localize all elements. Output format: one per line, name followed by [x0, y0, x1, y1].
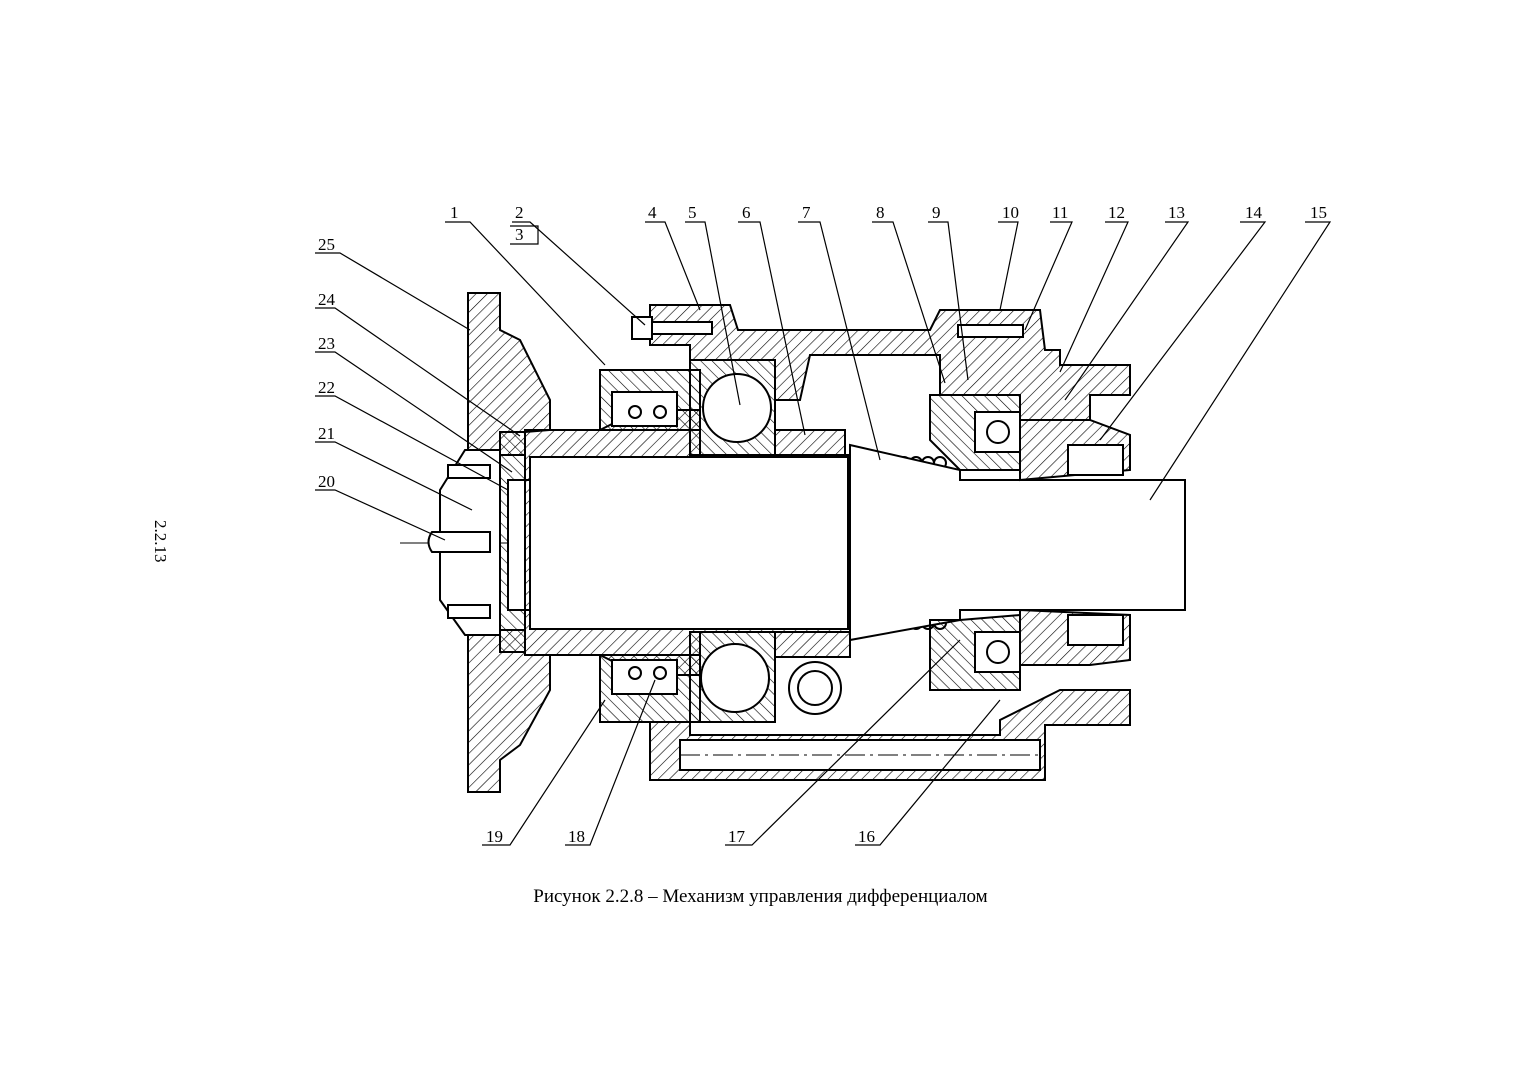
callout-3-frame: [510, 225, 539, 245]
callout-14: 14: [1245, 203, 1263, 222]
callout-2: 2: [515, 203, 524, 222]
leader-10: [998, 221, 1019, 311]
callout-7: 7: [802, 203, 811, 222]
callout-25: 25: [318, 235, 335, 254]
bolt-right: [957, 324, 1024, 338]
leader-11: [1024, 221, 1073, 331]
leader-18: [565, 679, 656, 846]
callout-17: 17: [728, 827, 746, 846]
callout-3: 3: [515, 225, 524, 244]
callout-6: 6: [742, 203, 751, 222]
callout-11: 11: [1052, 203, 1068, 222]
inner-bore: [529, 456, 849, 630]
leader-13: [1064, 221, 1190, 401]
leader-9: [928, 221, 969, 381]
leader-7: [798, 221, 881, 461]
callout-10: 10: [1002, 203, 1019, 222]
callout-15: 15: [1310, 203, 1327, 222]
callout-24: 24: [318, 290, 336, 309]
leader-6: [738, 221, 806, 436]
leader-23: [315, 351, 513, 473]
callout-22: 22: [318, 378, 335, 397]
leader-16: [855, 699, 1001, 846]
callouts-left: 25 24 23 22 21 20: [318, 235, 336, 491]
bolt: [631, 316, 653, 340]
pin: [427, 531, 491, 553]
callout-19: 19: [486, 827, 503, 846]
leader-2: [512, 221, 646, 326]
leader-17: [725, 639, 961, 846]
leader-14: [1099, 221, 1267, 441]
leader-8: [872, 221, 946, 384]
leader-25: [315, 252, 471, 331]
gear-bottom: [774, 631, 851, 658]
callout-5: 5: [688, 203, 697, 222]
leader-20: [315, 489, 446, 541]
callout-8: 8: [876, 203, 885, 222]
callout-1: 1: [450, 203, 459, 222]
gear-top: [774, 429, 846, 456]
callout-13: 13: [1168, 203, 1185, 222]
leader-21: [315, 441, 473, 511]
callout-9: 9: [932, 203, 941, 222]
callout-12: 12: [1108, 203, 1125, 222]
callout-18: 18: [568, 827, 585, 846]
leader-4: [645, 221, 701, 311]
leader-19: [482, 699, 606, 846]
leader-22: [315, 395, 509, 491]
leader-15: [1149, 221, 1332, 501]
leader-5: [685, 221, 741, 406]
output-shaft: [849, 443, 1186, 642]
callout-16: 16: [858, 827, 875, 846]
leader-1: [445, 221, 606, 366]
leader-24: [315, 307, 521, 437]
callouts-bottom: 19 18 17 16: [486, 827, 875, 846]
leader-12: [1059, 221, 1129, 373]
callout-23: 23: [318, 334, 335, 353]
figure-caption: Рисунок 2.2.8 – Механизм управления дифф…: [533, 886, 988, 907]
callout-21: 21: [318, 424, 335, 443]
callout-20: 20: [318, 472, 335, 491]
worm: [788, 661, 842, 715]
callout-4: 4: [648, 203, 657, 222]
